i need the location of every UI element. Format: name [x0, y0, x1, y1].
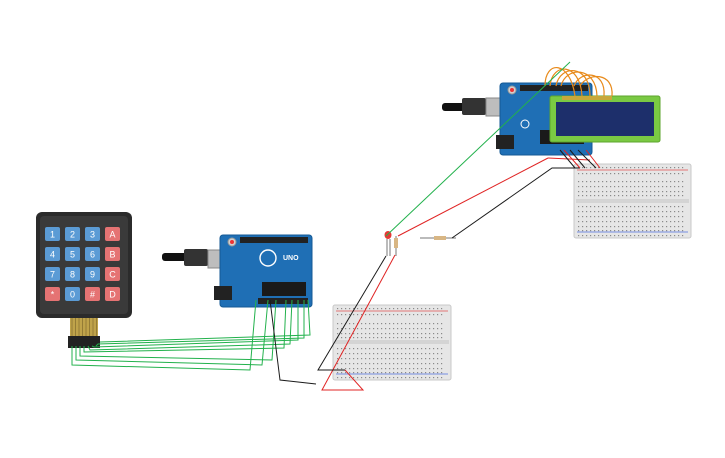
usb-plug: [462, 98, 486, 115]
keypad-key-label: 4: [50, 250, 55, 260]
keypad-key-1[interactable]: 1: [45, 227, 60, 241]
keypad-key-label: 8: [70, 270, 75, 280]
keypad-key-7[interactable]: 7: [45, 267, 60, 281]
usb-plug: [184, 249, 208, 266]
keypad-key-6[interactable]: 6: [85, 247, 100, 261]
keypad-key-A[interactable]: A: [105, 227, 120, 241]
keypad-pin-strip: [70, 318, 98, 336]
atmega-chip: [262, 282, 306, 296]
breadboard-bottom[interactable]: [332, 304, 452, 381]
power-jack: [214, 286, 232, 300]
keypad-key-label: A: [109, 230, 115, 240]
keypad-key-label: 7: [50, 270, 55, 280]
wires-red-lcd: [563, 149, 601, 169]
keypad-key-9[interactable]: 9: [85, 267, 100, 281]
keypad-key-label: 6: [90, 250, 95, 260]
resistor-led[interactable]: [394, 236, 398, 256]
keypad-key-label: 3: [90, 230, 95, 240]
keypad-key-8[interactable]: 8: [65, 267, 80, 281]
keypad-key-2[interactable]: 2: [65, 227, 80, 241]
keypad-key-4[interactable]: 4: [45, 247, 60, 261]
wires-red: [321, 157, 591, 391]
keypad-key-label: 9: [90, 270, 95, 280]
arduino-uno-left[interactable]: UNO: [162, 234, 313, 308]
keypad-key-label: 1: [50, 230, 55, 240]
digital-header: [520, 85, 588, 91]
keypad-key-C[interactable]: C: [105, 267, 120, 281]
crystal: [520, 119, 530, 129]
resistor-lcd[interactable]: [420, 236, 456, 240]
keypad-key-label: 5: [70, 250, 75, 260]
keypad-key-label: B: [109, 250, 115, 260]
lcd-16x2[interactable]: [549, 95, 661, 143]
keypad-key-label: *: [51, 290, 55, 300]
digital-header: [240, 237, 308, 243]
board-logo: UNO: [283, 255, 299, 262]
analog-header: [258, 298, 308, 304]
keypad-key-D[interactable]: D: [105, 287, 120, 301]
keypad-key-*[interactable]: *: [45, 287, 60, 301]
wires-orange: [544, 67, 613, 97]
usb-cable: [442, 103, 466, 111]
keypad-key-#[interactable]: #: [85, 287, 100, 301]
keypad-key-B[interactable]: B: [105, 247, 120, 261]
keypad-key-label: D: [109, 290, 116, 300]
keypad-key-3[interactable]: 3: [85, 227, 100, 241]
power-jack: [496, 135, 514, 149]
keypad-key-label: 2: [70, 230, 75, 240]
usb-cable: [162, 253, 188, 261]
wires-black: [269, 149, 597, 385]
keypad-key-0[interactable]: 0: [65, 287, 80, 301]
keypad-4x4[interactable]: 1 2 3 A 4 5 6 B 7 8 9 C * 0 # D: [36, 212, 132, 348]
breadboard-top[interactable]: [573, 163, 692, 239]
arduino-logo-icon: [259, 249, 277, 267]
keypad-connector: [68, 336, 100, 348]
keypad-key-label: #: [90, 290, 95, 300]
keypad-key-label: 0: [70, 290, 75, 300]
keypad-key-5[interactable]: 5: [65, 247, 80, 261]
keypad-key-label: C: [109, 270, 116, 280]
